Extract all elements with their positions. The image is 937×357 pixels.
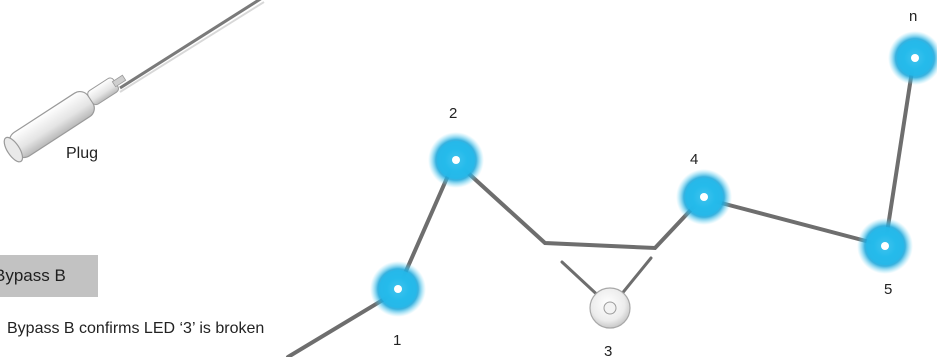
plug-label: Plug [66, 145, 98, 162]
bypass-b-button[interactable]: Bypass B [0, 255, 98, 297]
led-2 [428, 132, 484, 188]
led-3-broken [589, 287, 631, 329]
led-3-label: 3 [604, 343, 612, 357]
led-n-label: n [909, 8, 917, 25]
led-2-label: 2 [449, 105, 457, 122]
led-5-label: 5 [884, 281, 892, 298]
bypass-caption: Bypass B confirms LED ‘3’ is broken [7, 320, 265, 337]
wire-4-5 [704, 197, 887, 248]
led-1 [370, 261, 426, 317]
wire-2-4 [454, 160, 704, 251]
plug-cable [119, 0, 265, 93]
led-5 [857, 218, 913, 274]
led-1-label: 1 [393, 332, 401, 349]
led-4 [676, 169, 732, 225]
wire-5-n [883, 56, 916, 248]
plug-icon [3, 74, 127, 163]
led-n [888, 31, 937, 85]
led-4-label: 4 [690, 151, 698, 168]
